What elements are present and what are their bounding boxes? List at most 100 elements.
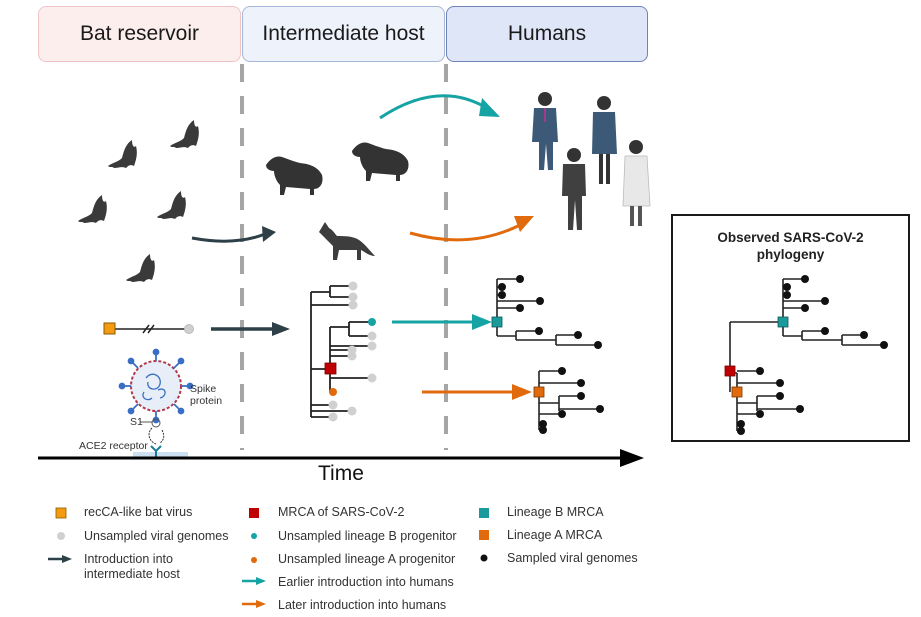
mrca-sars-cov-2-marker xyxy=(324,362,337,375)
time-axis-arrow-head xyxy=(620,449,644,467)
lineage-a-tips xyxy=(539,367,604,434)
earlier-introduction-straight-arrow-head xyxy=(472,314,492,330)
branch-break-mark xyxy=(147,324,155,334)
orange-square-icon xyxy=(55,507,67,519)
header-humans-label: Humans xyxy=(507,22,587,45)
sampled-genome-node xyxy=(577,392,585,400)
legend-label-mrca: MRCA of SARS-CoV-2 xyxy=(278,505,405,519)
sampled-genome-node xyxy=(558,367,566,375)
human-icon xyxy=(562,148,586,230)
dog-icon xyxy=(266,156,323,195)
earlier-introduction-arrow xyxy=(379,94,491,120)
legend-label-lineage-a-mrca: Lineage A MRCA xyxy=(507,528,603,542)
observed-mrca-marker xyxy=(724,365,736,377)
sampled-genome-node xyxy=(796,405,804,413)
header-intermediate-host-label: Intermediate host xyxy=(262,22,425,45)
time-axis-label: Time xyxy=(318,462,364,485)
sampled-genome-node xyxy=(756,410,764,418)
branch-break-mark xyxy=(142,324,150,334)
observed-tree-tips xyxy=(737,275,888,435)
dark-orange-square-icon xyxy=(479,530,489,540)
sampled-genome-node xyxy=(536,297,544,305)
sampled-genome-node xyxy=(737,427,745,435)
unsampled-genome-node xyxy=(367,373,377,383)
bat-icon xyxy=(126,254,155,282)
teal-arrow-icon-head xyxy=(256,577,266,585)
legend-label-lineage-a-progenitor: Unsampled lineage A progenitor xyxy=(278,552,456,566)
legend-label-unsampled: Unsampled viral genomes xyxy=(84,529,229,543)
lineage-b-progenitor-node xyxy=(368,318,376,326)
legend-label-bat-virus: recCA-like bat virus xyxy=(84,505,193,519)
unsampled-genome-node xyxy=(367,341,377,351)
sampled-genome-node xyxy=(498,283,506,291)
header-humans: Humans xyxy=(446,6,648,62)
bat-virus-marker xyxy=(103,322,116,335)
unsampled-genome-node xyxy=(328,400,338,410)
unsampled-genome-node xyxy=(348,300,358,310)
sampled-genome-node xyxy=(516,275,524,283)
unsampled-genome-node xyxy=(348,292,358,302)
observed-phylogeny-title: Observed SARS-CoV-2 phylogeny xyxy=(673,229,908,263)
unsampled-genome-node xyxy=(328,412,338,422)
header-bat-reservoir-label: Bat reservoir xyxy=(79,22,200,45)
sampled-genome-node xyxy=(737,420,745,428)
legend-label-introduction-intermediate: Introduction into intermediate host xyxy=(84,552,180,581)
ace2-receptor-icon xyxy=(150,445,162,457)
unsampled-genome-node xyxy=(347,351,357,361)
sampled-genome-node xyxy=(821,327,829,335)
sampled-genome-node xyxy=(539,426,547,434)
sampled-genome-node xyxy=(558,410,566,418)
observed-lineage-a-mrca-marker xyxy=(731,386,743,398)
sampled-genome-node xyxy=(574,331,582,339)
sampled-genome-node xyxy=(498,291,506,299)
dog-icon xyxy=(352,142,409,181)
orange-arrow-icon-head xyxy=(256,600,266,608)
cell-membrane xyxy=(133,452,188,457)
bat-icon xyxy=(108,140,137,168)
lineage-a-mrca-marker xyxy=(533,386,545,398)
sampled-genome-node xyxy=(801,275,809,283)
sampled-genome-node xyxy=(539,420,547,428)
sampled-genome-node xyxy=(776,379,784,387)
s1-subunit xyxy=(151,418,161,428)
spike-protein-label: Spike protein xyxy=(190,383,232,407)
human-icon xyxy=(532,92,558,170)
observed-phylogeny-title-text: Observed SARS-CoV-2 phylogeny xyxy=(717,230,864,262)
unsampled-genome-node xyxy=(347,406,357,416)
unsampled-genome-node xyxy=(348,281,358,291)
bat-icon xyxy=(157,191,186,219)
unsampled-genome-node xyxy=(367,331,377,341)
sampled-genome-node xyxy=(821,297,829,305)
binding-arrow xyxy=(148,427,165,445)
introduction-arrow-head xyxy=(262,226,276,242)
teal-square-icon xyxy=(479,508,489,518)
introduction-arrow-bat-to-intermediate xyxy=(191,232,266,243)
introduction-to-tree-arrow-head xyxy=(272,322,290,336)
lineage-a-phylogeny xyxy=(538,370,600,431)
s1-label: S1 xyxy=(130,416,143,428)
header-bat-reservoir: Bat reservoir xyxy=(38,6,241,62)
human-icon xyxy=(622,140,651,226)
bat-icon xyxy=(78,195,107,223)
later-introduction-arrow xyxy=(409,223,521,242)
legend-icons xyxy=(48,507,489,608)
observed-phylogeny-box: Observed SARS-CoV-2 phylogeny xyxy=(671,214,910,442)
unsampled-genome-node xyxy=(184,324,194,334)
sampled-genome-node xyxy=(756,367,764,375)
header-intermediate-host: Intermediate host xyxy=(242,6,445,62)
sampled-genome-node xyxy=(801,304,809,312)
sampled-genome-node xyxy=(594,341,602,349)
legend-label-lineage-b-mrca: Lineage B MRCA xyxy=(507,505,604,519)
later-introduction-straight-arrow-head xyxy=(512,384,532,400)
legend-label-later-introduction: Later introduction into humans xyxy=(278,598,447,612)
legend-label-sampled: Sampled viral genomes xyxy=(507,551,638,565)
bat-icon xyxy=(170,120,199,148)
red-square-icon xyxy=(249,508,259,518)
intermediate-phylogeny xyxy=(310,285,372,418)
sampled-genome-node xyxy=(535,327,543,335)
earlier-introduction-arrow-head xyxy=(479,98,500,117)
legend-label-lineage-b-progenitor: Unsampled lineage B progenitor xyxy=(278,529,457,543)
orange-dot-icon xyxy=(251,557,257,563)
sampled-genome-node xyxy=(783,283,791,291)
